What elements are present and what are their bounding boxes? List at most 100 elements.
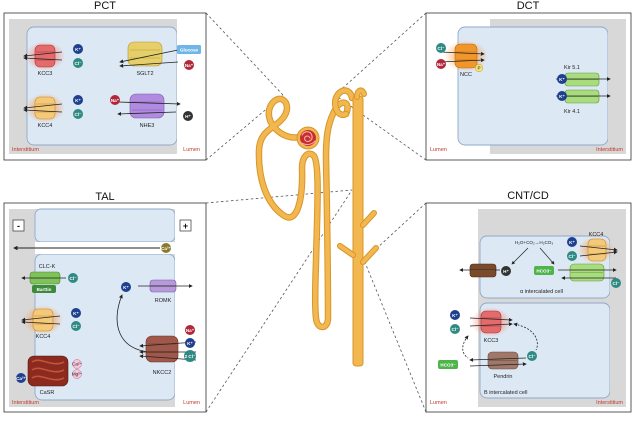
pct-sglt2-transporter xyxy=(119,41,179,68)
cntcd-k-ion-2 xyxy=(450,310,460,320)
tal-nkcc2-label: NKCC2 xyxy=(153,370,172,376)
dct-title: DCT xyxy=(517,0,540,12)
pct-na-ion-1 xyxy=(184,60,194,70)
cntcd-kcc4-label: KCC4 xyxy=(589,232,604,238)
cntcd-lumen-label: Lumen xyxy=(430,400,447,406)
dct-cl-ion xyxy=(436,43,446,53)
tal-k-ion-1 xyxy=(71,308,81,318)
cntcd-hco3-tag-1 xyxy=(534,266,554,275)
tal-ca-ion-top xyxy=(161,243,171,253)
pct-title: PCT xyxy=(94,0,116,12)
cntcd-pendrin-exchanger xyxy=(469,351,527,370)
pct-kcc3-label: KCC3 xyxy=(38,71,53,77)
tal-kcc4-transporter xyxy=(21,305,63,335)
pct-na-ion-2 xyxy=(110,95,120,105)
pct-kcc4-label: KCC4 xyxy=(38,123,53,129)
cntcd-interstitium-label: Interstitium xyxy=(596,400,623,406)
cntcd-cl-recycle-left xyxy=(462,335,469,359)
cntcd-hco3-tag-2 xyxy=(438,360,458,369)
cntcd-k-ion-1 xyxy=(567,237,577,247)
pct-cl-ion-1-label: Cl⁻ xyxy=(74,61,82,66)
pct-glucose-label: Glucose xyxy=(180,48,199,53)
pct-nhe3-transporter xyxy=(117,93,181,119)
tal-casr-ligand-1 xyxy=(72,359,82,369)
tal-romk-channel xyxy=(138,279,193,293)
dct-ncc-transporter xyxy=(439,40,488,72)
cntcd-cl-ion-1 xyxy=(567,251,577,261)
tal-clck-label: CLC-K xyxy=(39,264,56,270)
pct-panel: PCT Interstitium Lumen KCC3 K⁺ Cl⁻ KCC4 … xyxy=(3,0,207,161)
tal-casr-ligand-2 xyxy=(72,369,82,379)
pct-na-ion-2-label: Na⁺ xyxy=(111,98,120,103)
cntcd-h-ion-label: H⁺ xyxy=(503,269,509,274)
cntcd-beta-cell-label: B intercalated cell xyxy=(484,390,527,396)
tal-casr-ligand-1-label: Ca²⁺ xyxy=(72,362,82,367)
tal-upper-cell xyxy=(34,208,176,243)
tal-clck-channel xyxy=(21,271,66,293)
tal-cl-ion-3-label: 2 Cl⁻ xyxy=(185,354,196,359)
nephron xyxy=(255,87,379,367)
cntcd-pendrin-label: Pendrin xyxy=(494,374,513,380)
pct-h-ion xyxy=(183,111,193,121)
pct-k-ion-2-label: K⁺ xyxy=(75,98,81,103)
pct-nhe3-label: NHE3 xyxy=(140,123,155,129)
tal-interstitium-label: Interstitium xyxy=(12,400,39,406)
cntcd-cl-ion-2 xyxy=(611,278,621,288)
pct-k-ion-1 xyxy=(73,44,83,54)
cntcd-hco3-arrow xyxy=(539,247,555,265)
tal-lumen-label: Lumen xyxy=(183,400,200,406)
dct-phospho-label: P xyxy=(477,66,480,71)
cntcd-hco3-label-2: HCO3⁻ xyxy=(440,363,456,368)
tal-casr-receptor xyxy=(27,355,69,387)
cntcd-cl-recycle-right xyxy=(513,322,538,351)
tal-na-ion-label: Na⁺ xyxy=(186,328,195,333)
tal-kcc4-label: KCC4 xyxy=(36,334,51,340)
pct-kcc3-transporter xyxy=(23,41,65,71)
tal-cl-ion-1 xyxy=(68,273,78,283)
dct-panel: DCT Lumen Interstitium NCC Cl⁻ Na⁺ P Kir… xyxy=(425,0,632,161)
dct-cl-ion-label: Cl⁻ xyxy=(437,46,445,51)
dct-kir51-label: Kir 5.1 xyxy=(564,65,580,71)
tal-k-ion-3-label: K⁺ xyxy=(187,341,193,346)
dct-ncc-label: NCC xyxy=(460,72,472,78)
pct-h-ion-label: H⁺ xyxy=(185,114,191,119)
dct-interstitium-label: Interstitium xyxy=(596,147,623,153)
tal-minus-sign: - xyxy=(17,221,20,231)
cntcd-title: CNT/CD xyxy=(507,190,549,202)
tal-panel: TAL - + Ca²⁺ CLC-K Barttin Cl⁻ KCC4 K⁺ C… xyxy=(3,191,207,413)
tal-cl-ion-1-label: Cl⁻ xyxy=(69,276,77,281)
tal-romk-label: ROMK xyxy=(155,298,172,304)
pct-cl-ion-2 xyxy=(73,109,83,119)
tal-na-ion xyxy=(185,325,195,335)
cntcd-panel: CNT/CD Lumen Interstitium H₂O+CO₂→H₂CO₃ … xyxy=(425,190,632,413)
dct-lumen-label: Lumen xyxy=(430,147,447,153)
tal-nkcc2-transporter xyxy=(139,335,197,363)
cntcd-h-arrow xyxy=(511,247,529,265)
pct-k-ion-1-label: K⁺ xyxy=(75,47,81,52)
cntcd-h-ion xyxy=(501,266,511,276)
tal-barttin-subunit xyxy=(32,285,56,293)
cntcd-cl-ion-2-label: Cl⁻ xyxy=(612,281,620,286)
tal-plus-sign: + xyxy=(183,221,188,231)
tal-k-ion-romk-label: K⁺ xyxy=(123,285,129,290)
dct-phospho-marker xyxy=(474,63,484,73)
tal-cl-ion-3 xyxy=(184,350,196,362)
cntcd-proton-pump xyxy=(459,263,500,278)
tal-minus-box xyxy=(12,219,25,232)
cntcd-cl-ion-1-label: Cl⁻ xyxy=(568,254,576,259)
dct-kir51-channel xyxy=(556,72,611,87)
tal-cl-ion-2 xyxy=(71,321,81,331)
pct-sglt2-label: SGLT2 xyxy=(136,71,153,77)
dct-k-ion-1 xyxy=(557,74,567,84)
cntcd-hco3-label-1: HCO3⁻ xyxy=(536,269,552,274)
tal-cl-ion-2-label: Cl⁻ xyxy=(72,324,80,329)
cntcd-ae1-exchanger xyxy=(558,263,617,282)
cntcd-cl-ion-4 xyxy=(527,351,537,361)
cntcd-kcc3-transporter xyxy=(469,307,513,337)
pct-interstitium-label: Interstitium xyxy=(12,147,39,153)
tal-k-ion-romk xyxy=(121,282,131,292)
pct-k-ion-2 xyxy=(73,95,83,105)
dct-kir41-label: Kir 4.1 xyxy=(564,109,580,115)
dct-na-ion xyxy=(436,59,446,69)
